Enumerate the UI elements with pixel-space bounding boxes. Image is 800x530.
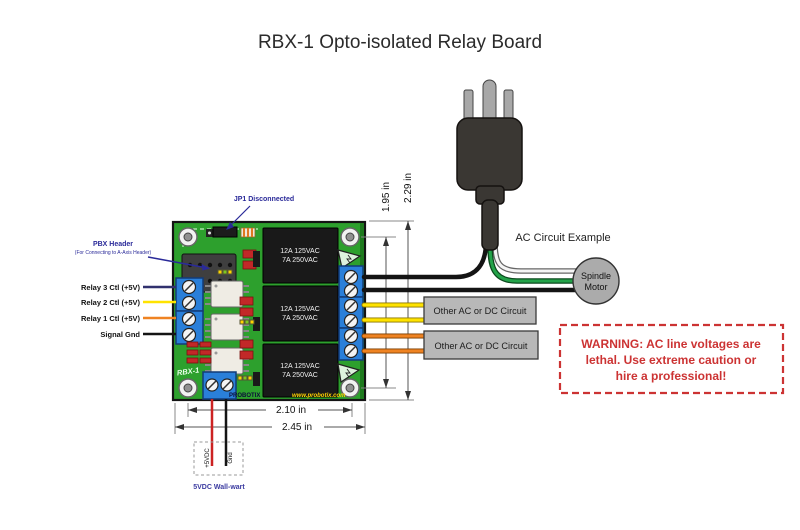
relay-3: 12A 125VAC 7A 250VAC: [262, 343, 339, 398]
load-box-2: Other AC or DC Circuit: [423, 330, 539, 360]
spindle-motor: Spindle Motor: [572, 257, 620, 305]
page-title: RBX-1 Opto-isolated Relay Board: [258, 32, 542, 53]
board-silkscreen-name: RBX-1: [176, 365, 200, 377]
plug-body: [456, 117, 523, 191]
plug-prong: [503, 89, 514, 123]
ac-plug: [456, 79, 523, 251]
opto-isolator-chip: [205, 313, 249, 341]
hazard-triangle: [337, 363, 361, 384]
warning-text: WARNING: AC line voltages are: [581, 337, 761, 351]
relay-rating: 12A 125VAC: [280, 306, 320, 313]
terminal-screw: [181, 295, 197, 311]
diode: [253, 372, 260, 386]
load-box-2-label: Other AC or DC Circuit: [435, 341, 528, 351]
warning-text: lethal. Use extreme caution or: [586, 353, 757, 367]
relay3-ctl-label: Relay 3 Ctl (+5V): [81, 283, 140, 292]
terminal-screw: [181, 311, 197, 327]
pbx-header-label: PBX Header: [93, 241, 133, 248]
resistor-pack: [239, 350, 254, 360]
dc-supply: +5VDC Gnd 5VDC Wall-wart: [193, 399, 245, 491]
power-cord: [481, 199, 499, 251]
relay-rating: 7A 250VAC: [282, 257, 318, 264]
warning-box: WARNING: AC line voltages are lethal. Us…: [558, 323, 785, 395]
jp1-jumper: [206, 226, 238, 238]
led-cluster: [237, 375, 253, 381]
relay-rating: 12A 125VAC: [280, 248, 320, 255]
relay2-ctl-label: Relay 2 Ctl (+5V): [81, 298, 140, 307]
dimension-board-height: 2.29 in: [403, 173, 414, 203]
terminal-screw: [343, 328, 359, 344]
dimension-hole-height: 1.95 in: [381, 182, 392, 212]
load-box-1: Other AC or DC Circuit: [423, 296, 537, 325]
load-box-1-label: Other AC or DC Circuit: [434, 306, 527, 316]
gnd-label: Gnd: [228, 452, 234, 463]
terminal-screw: [343, 283, 359, 299]
terminal-screw: [181, 327, 197, 343]
pbx-header-callout: PBX Header (For Connecting to A-Axis Hea…: [75, 241, 210, 271]
resistor-pack: [239, 307, 254, 317]
relay-rating: 7A 250VAC: [282, 372, 318, 379]
jp1-callout: JP1 Disconnected: [226, 196, 294, 230]
signal-gnd-label: Signal Gnd: [100, 330, 140, 339]
wire-ac-neutral: [493, 240, 587, 273]
dimension-board-width: 2.45 in: [282, 422, 312, 433]
dimension-hole-width: 2.10 in: [276, 405, 306, 416]
mounting-hole: [178, 227, 198, 247]
terminal-screw: [343, 298, 359, 314]
board-brand: PROBOTIX: [229, 393, 260, 399]
relay-board: 12A 125VAC 7A 250VAC 12A 125VAC 7A 250VA…: [171, 220, 367, 402]
mounting-hole: [340, 378, 360, 398]
dimension-annotations: 1.95 in 2.29 in 2.10 in 2.45 in: [174, 173, 414, 434]
relay-rating: 12A 125VAC: [280, 363, 320, 370]
led-cluster: [217, 269, 233, 275]
plug-prong: [463, 89, 474, 123]
control-inputs: Relay 3 Ctl (+5V) Relay 2 Ctl (+5V) Rela…: [81, 283, 176, 339]
wire-ac-ground: [488, 242, 587, 283]
wall-wart-box: [193, 441, 244, 476]
terminal-screw: [181, 279, 197, 295]
relay-2: 12A 125VAC 7A 250VAC: [262, 285, 339, 342]
relay-rating: 7A 250VAC: [282, 315, 318, 322]
resistor-array: [186, 341, 212, 364]
plus5vdc-label: +5VDC: [205, 448, 211, 468]
mounting-hole: [340, 227, 360, 247]
spindle-motor-label: Motor: [584, 282, 607, 292]
warning-text: hire a professional!: [616, 369, 727, 383]
resistor-pack: [239, 339, 254, 349]
terminal-screw: [343, 269, 359, 285]
jp1-label: JP1 Disconnected: [234, 196, 294, 203]
relay1-ctl-label: Relay 1 Ctl (+5V): [81, 314, 140, 323]
wire-ac-hot: [361, 239, 489, 280]
opto-isolator-chip: [205, 280, 249, 308]
pbx-header-sublabel: (For Connecting to A-Axis Header): [75, 250, 152, 256]
ac-circuit-example-label: AC Circuit Example: [515, 232, 610, 244]
wall-wart-label: 5VDC Wall-wart: [193, 484, 245, 491]
resistor: [240, 227, 256, 238]
terminal-screw: [205, 378, 219, 392]
relay-1: 12A 125VAC 7A 250VAC: [262, 227, 339, 284]
diode: [253, 317, 260, 331]
spindle-motor-label: Spindle: [581, 271, 611, 281]
board-website: www.probotix.com: [292, 393, 346, 399]
hazard-triangle: [337, 249, 362, 269]
diode: [253, 251, 260, 267]
led-cluster: [239, 319, 255, 325]
mounting-hole: [178, 378, 198, 398]
terminal-screw: [343, 313, 359, 329]
terminal-screw: [343, 343, 359, 359]
resistor-pack: [239, 296, 254, 306]
terminal-screw: [220, 378, 234, 392]
